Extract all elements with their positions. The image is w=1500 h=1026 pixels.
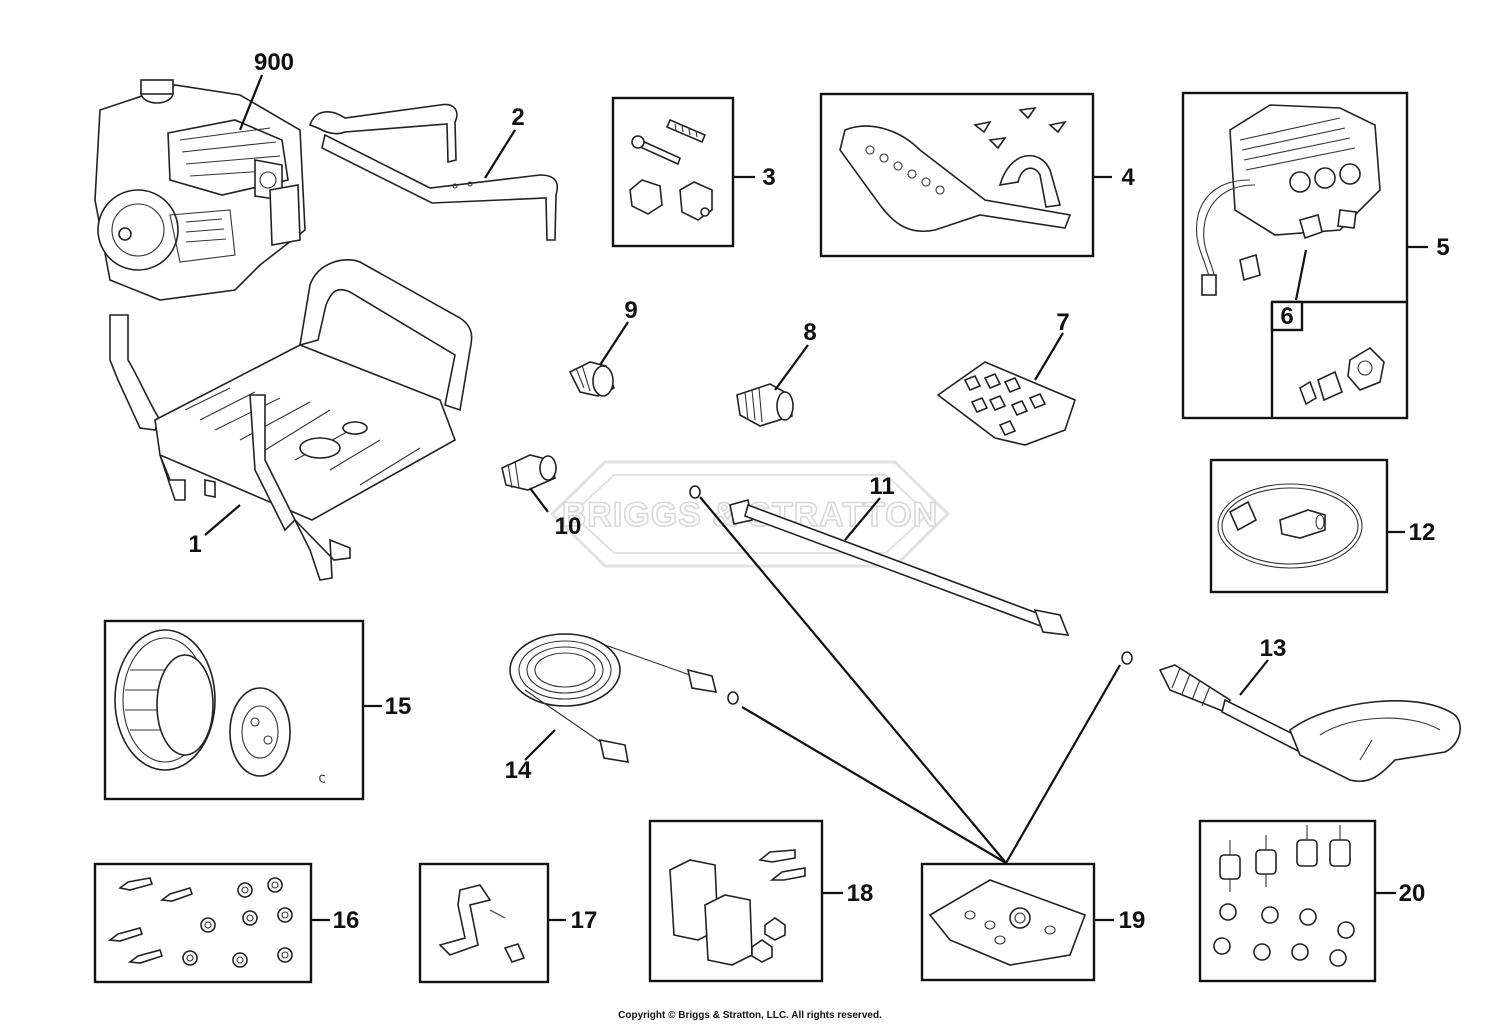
callout-4: 4 (1121, 164, 1135, 191)
callout-13: 13 (1260, 635, 1287, 662)
callout-5: 5 (1436, 234, 1449, 261)
part-15-wheel (114, 629, 326, 783)
callout-8: 8 (803, 319, 816, 346)
callout-11: 11 (869, 473, 894, 500)
copyright-notice: Copyright © Briggs & Stratton, LLC. All … (618, 1010, 882, 1021)
callout-900: 900 (254, 49, 294, 76)
part-6-fittings (1299, 346, 1385, 406)
part-20-box[interactable] (1198, 819, 1377, 983)
part-15-box[interactable] (103, 619, 365, 801)
part-5-pump (1196, 104, 1381, 296)
part-12-box[interactable] (1209, 458, 1389, 594)
part-11-lance[interactable] (689, 485, 1070, 636)
part-10-fitting[interactable] (501, 454, 557, 491)
part-2-handle[interactable] (308, 103, 559, 241)
callout-16: 16 (333, 907, 360, 934)
part-14-hose[interactable] (509, 633, 739, 763)
part-4-shield (839, 106, 1072, 232)
part-18-hardware (669, 849, 806, 966)
callout-20: 20 (1399, 880, 1426, 907)
part-12-kit (1217, 483, 1363, 569)
callout-14: 14 (505, 757, 532, 784)
part-900-engine[interactable] (94, 79, 306, 301)
callout-7: 7 (1056, 309, 1069, 336)
part-17-box[interactable] (418, 862, 550, 984)
part-19-box[interactable] (920, 862, 1096, 982)
part-3-hardware (629, 118, 713, 221)
part-13-spray-gun[interactable] (1121, 651, 1461, 782)
part-1-frame[interactable] (109, 259, 473, 581)
part-8-fitting[interactable] (736, 383, 794, 427)
part-19-kit (928, 879, 1087, 966)
part-16-hardware (107, 877, 293, 968)
part-16-box[interactable] (93, 862, 313, 984)
callout-10: 10 (555, 513, 582, 540)
part-18-box[interactable] (648, 819, 824, 983)
part-7-nozzle-bag[interactable] (936, 361, 1076, 446)
callout-19: 19 (1119, 907, 1146, 934)
part-17-bracket (438, 884, 526, 963)
callout-15: 15 (385, 693, 412, 720)
callout-6: 6 (1280, 303, 1293, 330)
part-9-fitting[interactable] (568, 361, 615, 397)
part-20-hardware (1213, 825, 1355, 967)
callout-12: 12 (1409, 519, 1436, 546)
callout-18: 18 (847, 880, 874, 907)
callout-2: 2 (511, 104, 524, 131)
callout-1: 1 (188, 531, 201, 558)
callout-3: 3 (762, 164, 775, 191)
part-19-leaders (699, 496, 1121, 864)
part-4-box[interactable] (819, 92, 1095, 258)
callout-9: 9 (624, 297, 637, 324)
part-5-box[interactable] (1181, 91, 1409, 420)
callout-17: 17 (571, 907, 598, 934)
part-3-box[interactable] (611, 96, 735, 248)
